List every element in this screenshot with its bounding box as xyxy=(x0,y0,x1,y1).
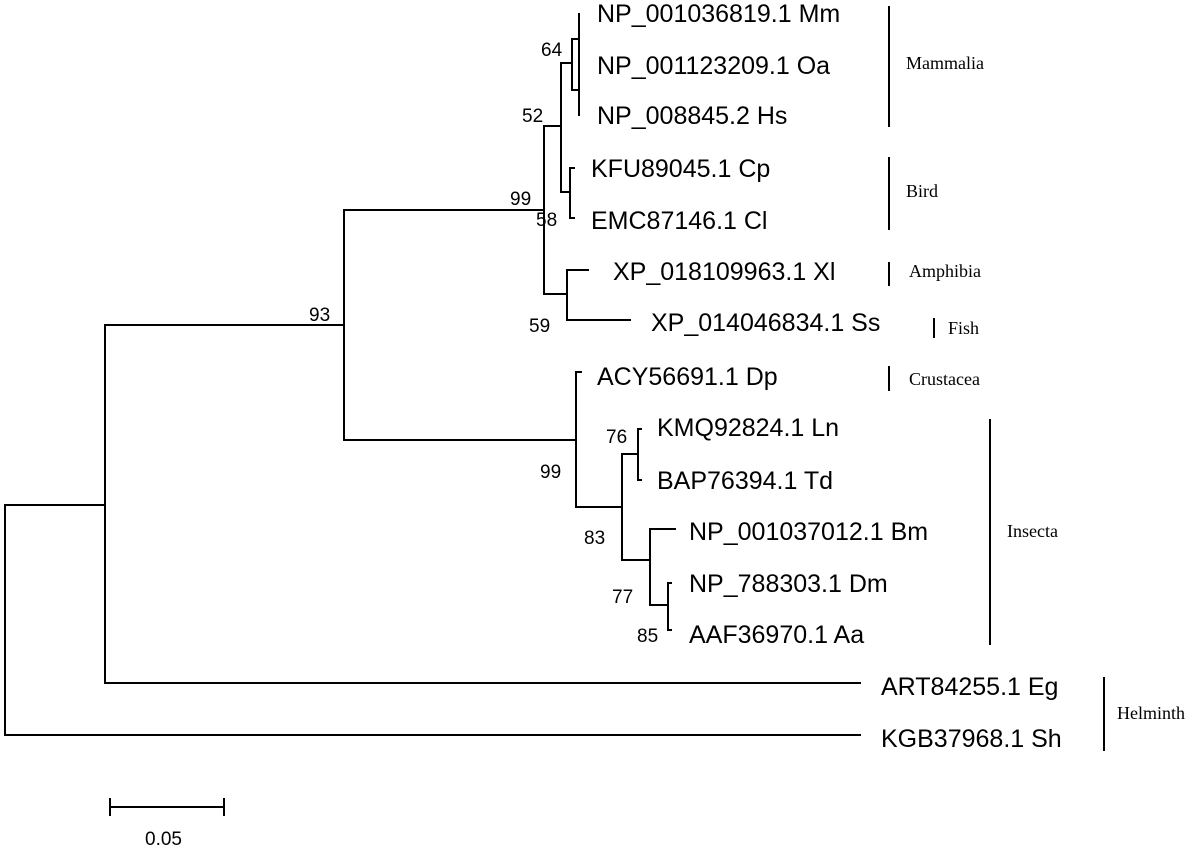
leaf-label: NP_001123209.1 Oa xyxy=(597,52,830,80)
leaf-label: KGB37968.1 Sh xyxy=(881,725,1062,753)
bootstrap-value: 64 xyxy=(541,40,563,61)
leaf-label: XP_014046834.1 Ss xyxy=(651,309,880,337)
scale-bar: 0.05 xyxy=(109,798,225,850)
leaf-label: ART84255.1 Eg xyxy=(881,673,1058,701)
leaf-label: XP_018109963.1 Xl xyxy=(613,258,835,286)
bootstrap-value: 58 xyxy=(536,210,557,231)
leaf-label: NP_001036819.1 Mm xyxy=(597,0,840,28)
leaf-label: KFU89045.1 Cp xyxy=(591,155,770,183)
bootstrap-value: 83 xyxy=(584,528,605,549)
leaf-label: NP_788303.1 Dm xyxy=(689,570,888,598)
group-label-helminth: Helminth xyxy=(1117,703,1185,723)
bootstrap-value: 59 xyxy=(529,316,550,337)
leaf-label: AAF36970.1 Aa xyxy=(689,621,864,649)
bootstrap-value: 99 xyxy=(540,462,561,483)
leaf-label: ACY56691.1 Dp xyxy=(597,363,778,391)
bootstrap-value: 76 xyxy=(606,427,627,448)
group-label-insecta: Insecta xyxy=(1007,521,1058,541)
group-label-crustacea: Crustacea xyxy=(909,369,980,389)
bootstrap-value: 99 xyxy=(510,189,531,210)
leaf-label: BAP76394.1 Td xyxy=(657,467,833,495)
bootstrap-value: 52 xyxy=(522,106,543,127)
leaf-label: KMQ92824.1 Ln xyxy=(657,414,839,442)
group-label-bird: Bird xyxy=(906,181,938,201)
bootstrap-value: 77 xyxy=(612,587,633,608)
leaf-label: NP_001037012.1 Bm xyxy=(689,518,928,546)
bootstrap-value: 85 xyxy=(637,626,658,647)
bootstrap-value: 93 xyxy=(309,305,330,326)
tree-branches xyxy=(4,13,861,736)
group-label-mammalia: Mammalia xyxy=(906,53,984,73)
leaf-label: NP_008845.2 Hs xyxy=(597,102,787,130)
scale-bar-label: 0.05 xyxy=(145,829,182,850)
group-label-amphibia: Amphibia xyxy=(909,261,981,281)
leaf-label: EMC87146.1 Cl xyxy=(591,207,767,235)
group-label-fish: Fish xyxy=(948,318,979,338)
